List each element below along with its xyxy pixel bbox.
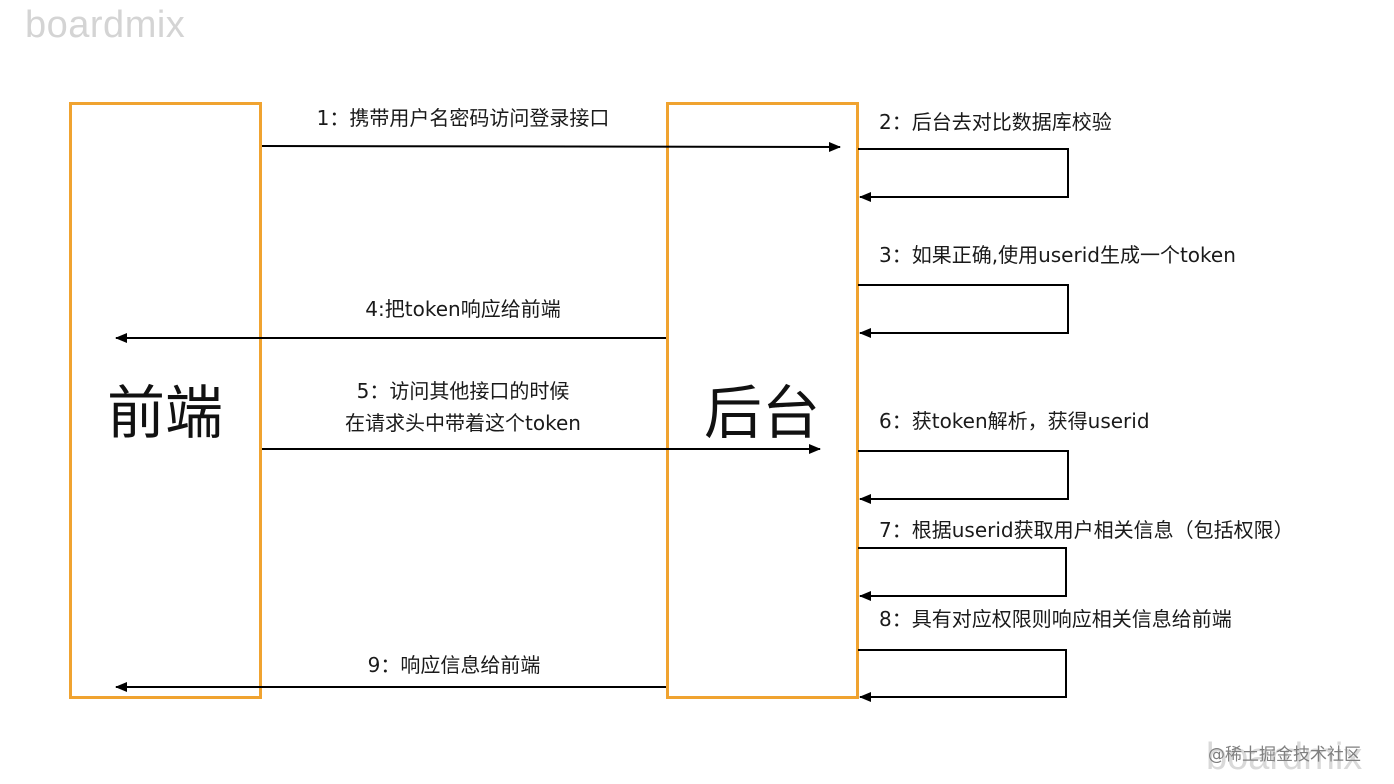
watermark-top: boardmix: [25, 4, 186, 46]
frontend-title: 前端: [106, 379, 224, 447]
label-step-6: 6：获token解析，获得userid: [879, 409, 1150, 433]
loop-step-7: [858, 547, 1067, 601]
label-step-2: 2：后台去对比数据库校验: [879, 110, 1112, 134]
label-step-1: 1：携带用户名密码访问登录接口: [316, 106, 610, 130]
loop-step-6: [858, 450, 1069, 504]
backend-box: [666, 102, 859, 699]
label-step-7: 7：根据userid获取用户相关信息（包括权限）: [879, 518, 1294, 542]
label-step-5-line-1: 5：访问其他接口的时候: [356, 379, 570, 403]
frontend-box: [69, 102, 262, 699]
credit-text: @稀土掘金技术社区: [1208, 745, 1361, 765]
backend-title: 后台: [703, 379, 821, 447]
loop-step-2: [858, 148, 1069, 202]
loop-step-3: [858, 284, 1069, 338]
label-step-8: 8：具有对应权限则响应相关信息给前端: [879, 607, 1232, 631]
label-step-4: 4:把token响应给前端: [365, 297, 561, 321]
watermark-bottom: boardmix: [1206, 736, 1363, 778]
label-step-5-line-2: 在请求头中带着这个token: [345, 411, 581, 435]
loop-step-8: [858, 649, 1067, 702]
label-step-3: 3：如果正确,使用userid生成一个token: [879, 243, 1236, 267]
label-step-9: 9：响应信息给前端: [367, 653, 541, 677]
arrow-step-1: [261, 141, 841, 152]
